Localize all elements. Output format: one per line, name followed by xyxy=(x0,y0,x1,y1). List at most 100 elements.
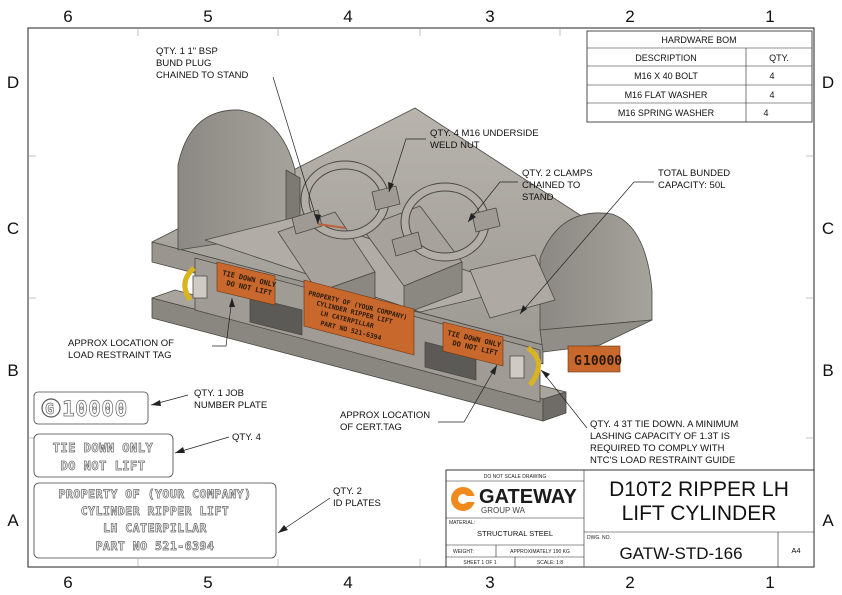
scale: SCALE: 1:8 xyxy=(537,560,563,566)
callout-bsp-line2: BUND PLUG xyxy=(156,58,211,69)
zone-col-bottom-2: 2 xyxy=(625,573,634,592)
model-job-number-text: 10000 xyxy=(583,354,622,369)
shackle-left xyxy=(182,266,208,302)
callout-weld-nut-line2: WELD NUT xyxy=(430,140,480,151)
callout-load-restraint-line2: LOAD RESTRAINT TAG xyxy=(68,350,171,361)
bom-row-qty: 4 xyxy=(763,108,768,118)
bom-header-description: DESCRIPTION xyxy=(635,53,697,63)
zone-row-right-c: C xyxy=(822,219,834,238)
zone-row-left-a: A xyxy=(7,511,19,530)
shackle-right xyxy=(509,345,541,387)
tie-plate-line1: TIE DOWN ONLY xyxy=(53,441,154,455)
gateway-logo: GATEWAY GROUP WA xyxy=(451,486,577,515)
model-job-number-plate xyxy=(567,345,621,373)
zone-col-top-2: 2 xyxy=(625,7,634,26)
weight-value: APPROXIMATELY 190 KG xyxy=(510,549,570,555)
model-tags: TIE DOWN ONLY DO NOT LIFT PROPERTY OF (Y… xyxy=(216,261,622,373)
title-block: DO NOT SCALE DRAWING GATEWAY GROUP WA MA… xyxy=(445,469,815,568)
tie-plate-line2: DO NOT LIFT xyxy=(61,459,146,473)
job-number-plate: G 10000 xyxy=(33,391,149,425)
zone-row-right-b: B xyxy=(822,361,833,380)
zone-row-left-c: C xyxy=(7,219,19,238)
callout-bunded-line2: CAPACITY: 50L xyxy=(658,180,725,191)
drawing-title-line1: D10T2 RIPPER LH xyxy=(609,478,789,501)
zone-col-bottom-4: 4 xyxy=(343,573,352,592)
material-value: STRUCTURAL STEEL xyxy=(477,529,553,538)
bom-title: HARDWARE BOM xyxy=(661,35,736,45)
callout-id-plates-line2: ID PLATES xyxy=(333,498,381,509)
zone-col-bottom-1: 1 xyxy=(765,573,774,592)
zone-col-bottom-5: 5 xyxy=(203,573,212,592)
callout-clamps-line2: CHAINED TO xyxy=(522,180,580,191)
zone-col-top-6: 6 xyxy=(63,7,72,26)
weight-label: WEIGHT: xyxy=(453,549,474,555)
do-not-scale-note: DO NOT SCALE DRAWING xyxy=(484,474,547,480)
callout-job-plate-line2: NUMBER PLATE xyxy=(194,400,267,411)
drawing-number: GATW-STD-166 xyxy=(619,544,742,563)
zone-col-top-1: 1 xyxy=(765,7,774,26)
callout-tie-down-line2: LASHING CAPACITY OF 1.3T IS xyxy=(590,431,730,442)
bom-row-qty: 4 xyxy=(769,71,774,81)
sheet-number: SHEET 1 OF 1 xyxy=(463,560,496,566)
zone-row-left-b: B xyxy=(7,361,18,380)
clamp-right xyxy=(391,182,501,262)
callout-tie-down-line1: QTY. 4 3T TIE DOWN. A MINIMUM xyxy=(590,419,738,430)
left-ear xyxy=(177,109,296,251)
zone-col-top-3: 3 xyxy=(485,7,494,26)
callout-texts: QTY. 1 1" BSP BUND PLUG CHAINED TO STAND… xyxy=(68,46,738,509)
callout-cert-tag-line2: OF CERT.TAG xyxy=(340,422,402,433)
g-logo-icon xyxy=(41,398,61,418)
right-ear-base xyxy=(539,319,653,353)
clamp-left xyxy=(291,160,401,240)
tie-down-plate: TIE DOWN ONLY DO NOT LIFT xyxy=(33,433,174,478)
tray-slope xyxy=(469,254,556,319)
id-plate-line1: PROPERTY OF (YOUR COMPANY) xyxy=(58,487,251,501)
model-tag-tie-left xyxy=(216,261,276,306)
id-plate-line2: CYLINDER RIPPER LIFT xyxy=(81,504,229,518)
zone-labels: 6 5 4 3 2 1 6 5 4 3 2 1 D C B A D C B A xyxy=(7,7,834,592)
bom-header-qty: QTY. xyxy=(769,53,789,63)
pedestal-right-front xyxy=(403,261,463,315)
dwg-no-label: DWG. NO. xyxy=(587,535,611,541)
callout-tie-plate-qty: QTY. 4 xyxy=(232,432,261,443)
callout-leaders xyxy=(150,76,654,534)
zone-row-right-a: A xyxy=(822,511,834,530)
id-plate-line4: PART NO 521-6394 xyxy=(96,539,215,553)
callout-tie-down-line4: NTC'S LOAD RESTRAINT GUIDE xyxy=(590,455,735,466)
zone-row-left-d: D xyxy=(7,73,19,92)
callout-id-plates-line1: QTY. 2 xyxy=(333,486,362,497)
model-tag-id-center xyxy=(303,279,415,356)
callout-tie-down-line3: REQUIRED TO COMPLY WITH xyxy=(590,443,725,454)
sheet-size: A4 xyxy=(791,546,800,555)
callout-clamps-line3: STAND xyxy=(522,192,554,203)
bom-row-description: M16 X 40 BOLT xyxy=(634,71,698,81)
hardware-bom-table: HARDWARE BOM DESCRIPTION QTY. M16 X 40 B… xyxy=(586,30,813,123)
id-plate: PROPERTY OF (YOUR COMPANY) CYLINDER RIPP… xyxy=(33,482,277,559)
callout-bunded-line1: TOTAL BUNDED xyxy=(658,168,730,179)
job-plate-g: G xyxy=(45,400,55,418)
drawing-title-line2: LIFT CYLINDER xyxy=(622,502,777,525)
callout-bsp-line1: QTY. 1 1" BSP xyxy=(156,46,218,57)
callout-cert-tag-line1: APPROX LOCATION xyxy=(340,410,430,421)
logo-sub: GROUP WA xyxy=(481,506,526,515)
model-job-number-g: G xyxy=(574,354,582,369)
zone-col-bottom-6: 6 xyxy=(63,573,72,592)
callout-load-restraint-line1: APPROX LOCATION OF xyxy=(68,338,174,349)
base-beam-end xyxy=(542,391,567,422)
opening xyxy=(249,296,303,336)
right-ear xyxy=(539,212,653,331)
zone-row-right-d: D xyxy=(822,73,834,92)
id-plate-line3: LH CATERPILLAR xyxy=(103,521,207,535)
model-tag-tie-right xyxy=(442,321,504,367)
zone-col-top-4: 4 xyxy=(343,7,352,26)
callout-bsp-line3: CHAINED TO STAND xyxy=(156,70,249,81)
zone-col-top-5: 5 xyxy=(203,7,212,26)
bom-row-qty: 4 xyxy=(769,90,774,100)
zone-col-bottom-3: 3 xyxy=(485,573,494,592)
bom-row-description: M16 SPRING WASHER xyxy=(618,108,715,118)
callout-weld-nut-line1: QTY. 4 M16 UNDERSIDE xyxy=(430,128,539,139)
job-plate-number: 10000 xyxy=(62,397,128,421)
bom-row-description: M16 FLAT WASHER xyxy=(625,90,708,100)
callout-job-plate-line1: QTY. 1 JOB xyxy=(194,388,244,399)
